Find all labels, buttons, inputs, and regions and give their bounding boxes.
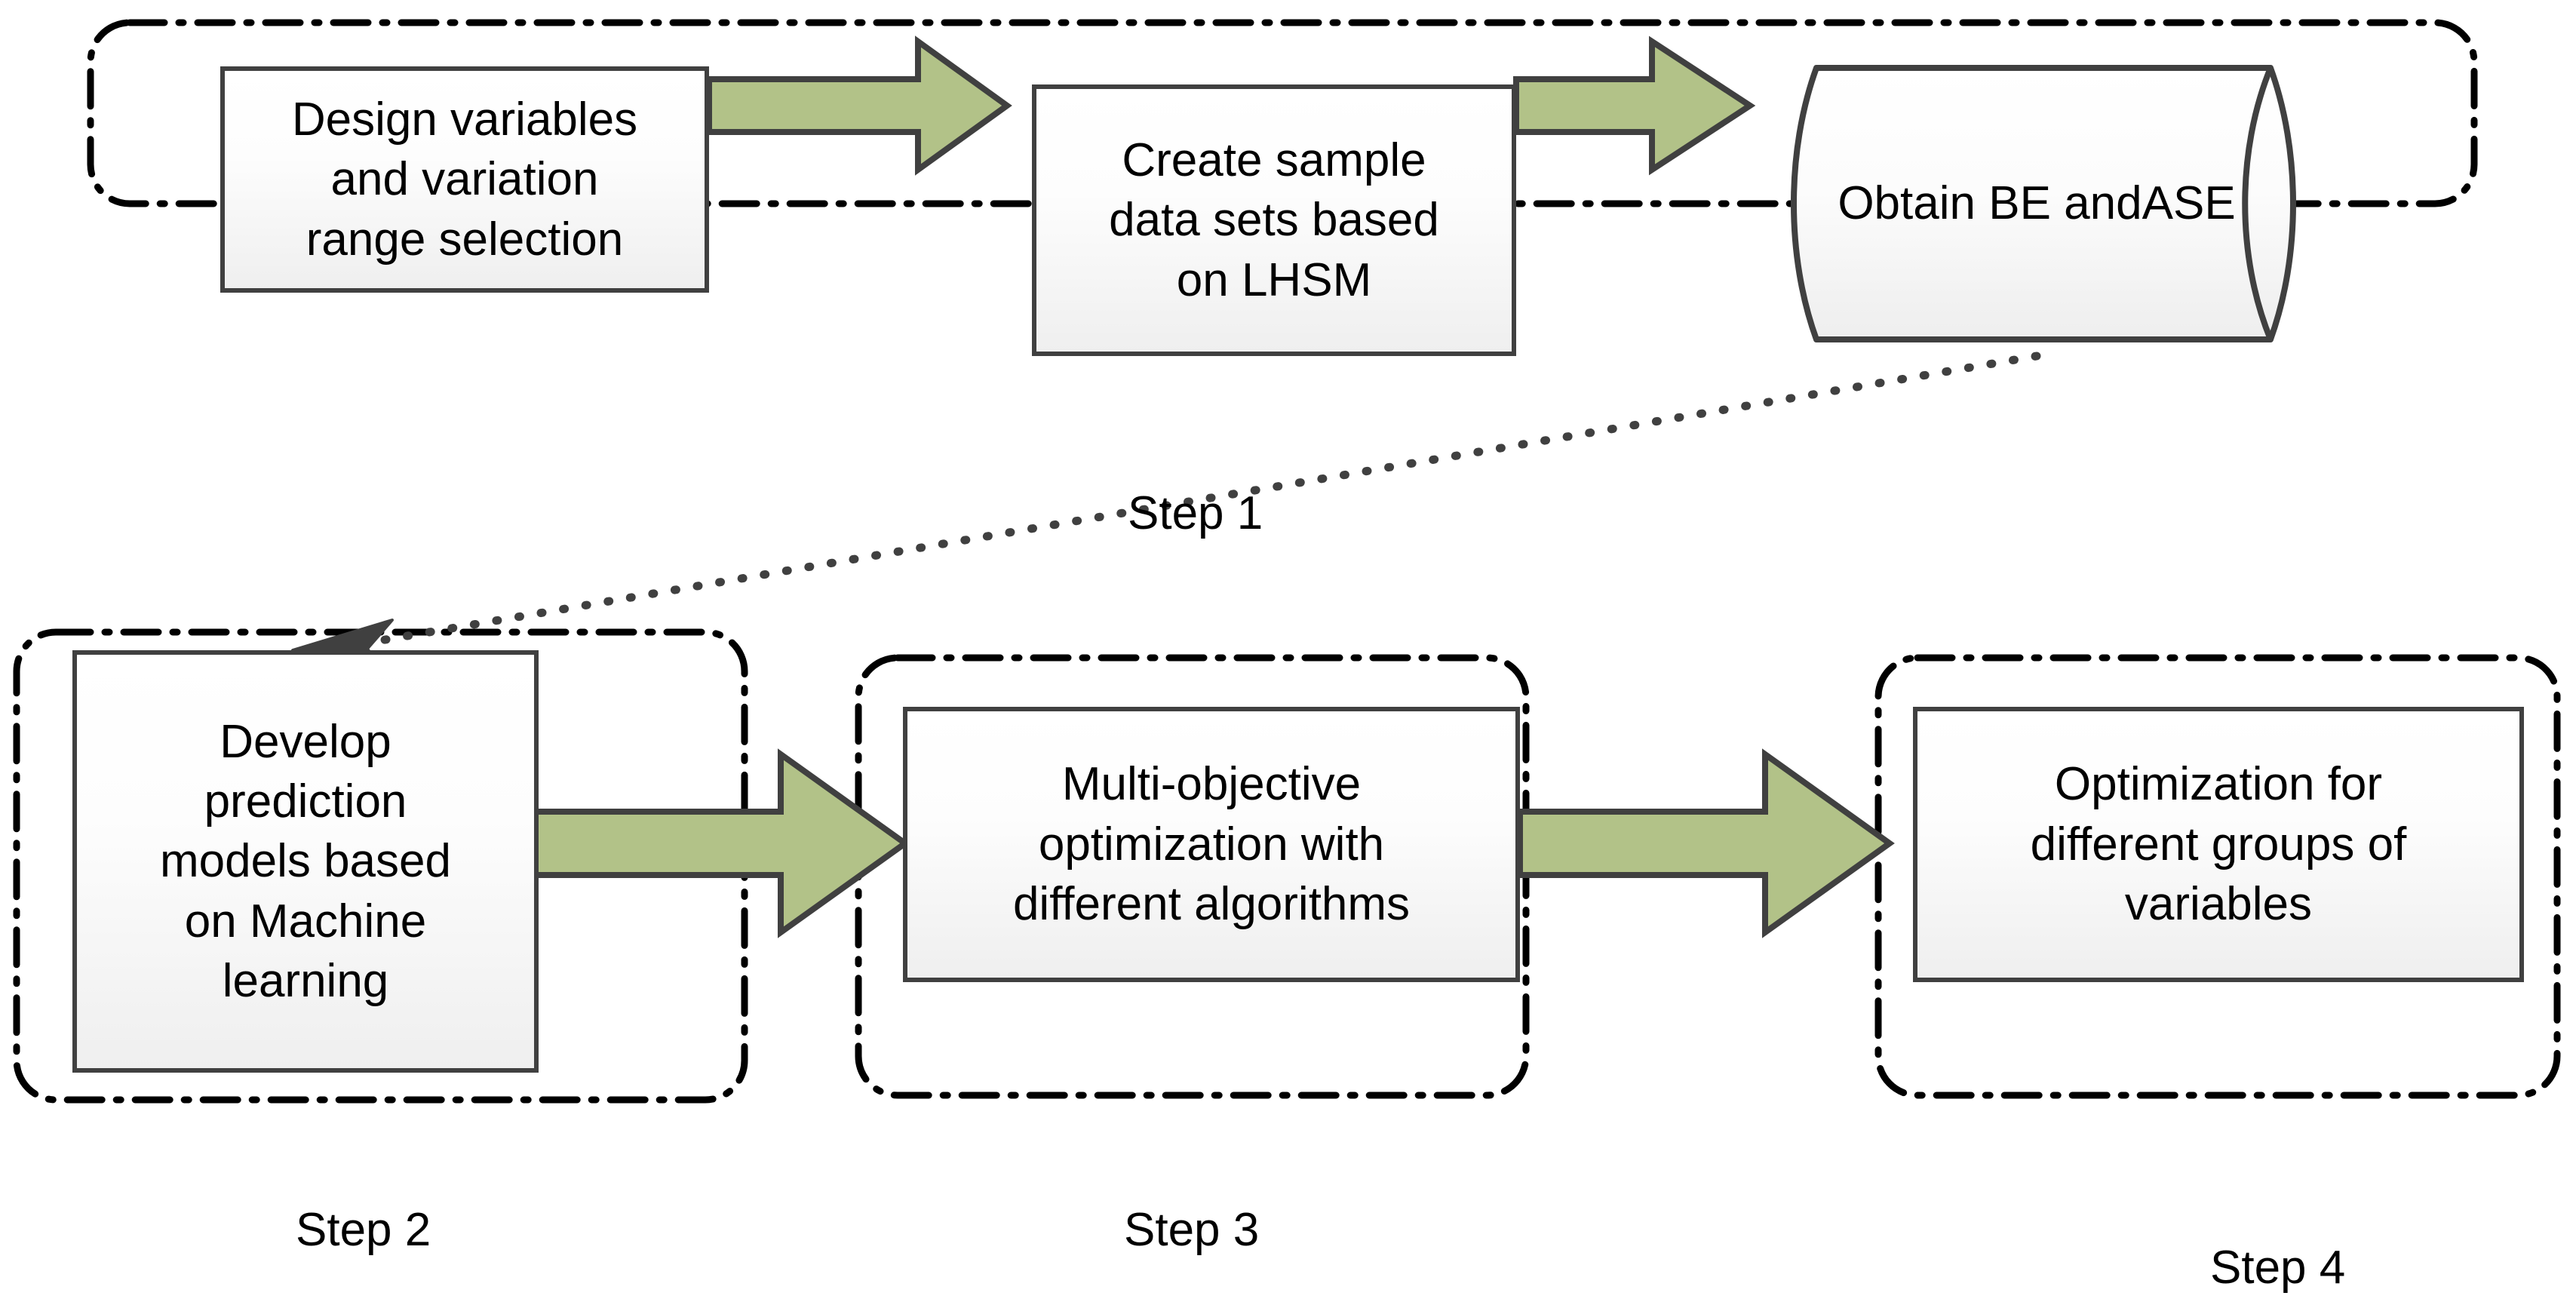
node-line: Optimization for — [2054, 758, 2383, 811]
block-arrow-1 — [706, 35, 1012, 176]
cylinder-end-cap — [2242, 66, 2274, 341]
node-multi-objective-optimization-text: Multi-objective optimization with differen… — [992, 754, 1431, 934]
block-arrow-3 — [533, 748, 910, 938]
node-line: Multi-objective — [1061, 758, 1362, 811]
step-label-1: Step 1 — [1128, 487, 1263, 539]
block-arrow-4 — [1517, 748, 1895, 938]
node-line: Create sample — [1122, 134, 1426, 186]
cylinder-body — [1791, 65, 2296, 342]
node-line: learning — [222, 955, 389, 1008]
node-develop-prediction-models-text: Develop prediction models based on Machine l… — [139, 712, 472, 1012]
node-design-variables-text: Design variables and variation range selec… — [271, 90, 659, 269]
dotted-connector-line — [350, 352, 2041, 649]
node-line: different algorithms — [1012, 878, 1411, 931]
block-arrow-2 — [1513, 35, 1756, 176]
node-multi-objective-optimization[interactable]: Multi-objective optimization with differen… — [903, 707, 1520, 982]
step-label-2: Step 2 — [296, 1204, 431, 1256]
node-line: models based — [159, 835, 452, 888]
node-create-sample-data[interactable]: Create sample data sets based on LHSM — [1032, 84, 1516, 356]
step-label-3: Step 3 — [1124, 1204, 1260, 1256]
node-line: and variation — [330, 153, 599, 206]
node-optimization-groups-variables[interactable]: Optimization for different groups of varia… — [1913, 707, 2524, 982]
node-line: on LHSM — [1176, 253, 1372, 306]
node-line: on Machine — [184, 895, 427, 947]
node-line: range selection — [305, 213, 624, 266]
node-develop-prediction-models[interactable]: Develop prediction models based on Machine l… — [72, 650, 539, 1073]
node-create-sample-data-text: Create sample data sets based on LHSM — [1088, 130, 1460, 310]
node-line: variables — [2124, 878, 2313, 931]
node-design-variables[interactable]: Design variables and variation range selec… — [220, 66, 709, 293]
node-line: different groups of — [2030, 818, 2407, 870]
node-line: Design variables — [291, 93, 638, 146]
step-label-4: Step 4 — [2210, 1242, 2346, 1294]
node-optimization-groups-variables-text: Optimization for different groups of varia… — [2010, 754, 2428, 934]
node-line: Develop — [220, 715, 391, 768]
step4-container — [1874, 654, 2561, 1099]
node-line: prediction — [204, 775, 407, 827]
node-line: data sets based — [1109, 194, 1439, 247]
node-line: optimization with — [1038, 818, 1385, 870]
